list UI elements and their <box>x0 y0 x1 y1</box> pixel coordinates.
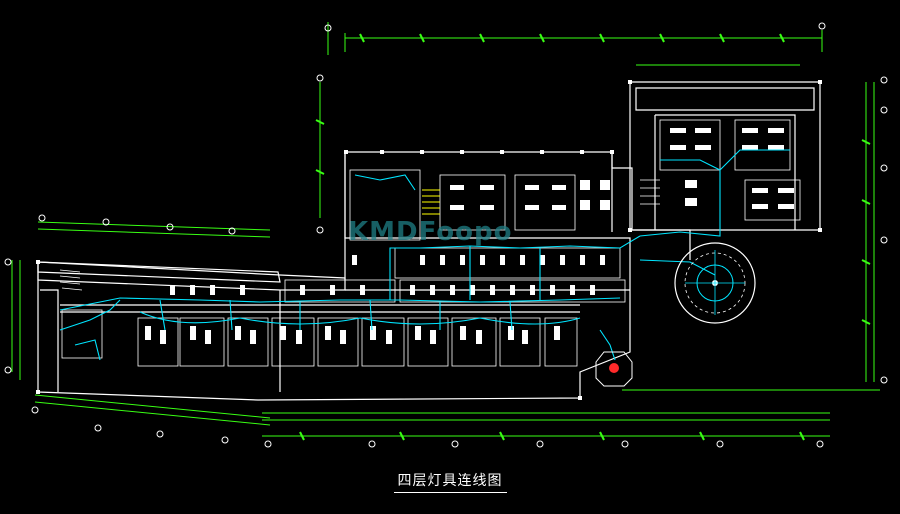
dimension-ticks <box>299 33 871 441</box>
drawing-title-block: 四层灯具连线图 <box>0 470 900 493</box>
drawing-title: 四层灯具连线图 <box>393 470 507 493</box>
lighting-wiring <box>59 149 790 361</box>
building-walls <box>37 81 821 401</box>
staircases <box>59 179 660 291</box>
central-rooms <box>284 119 801 303</box>
red-marker-icon <box>609 363 619 373</box>
light-fixtures <box>145 128 794 344</box>
octagon-room <box>595 351 633 387</box>
dimension-lines <box>11 22 880 437</box>
bottom-wing-rooms <box>61 309 578 367</box>
axis-bubbles <box>4 22 888 448</box>
structural-columns <box>36 80 822 400</box>
watermark-text: KMDFoopo <box>348 217 513 247</box>
round-tower <box>674 242 756 324</box>
